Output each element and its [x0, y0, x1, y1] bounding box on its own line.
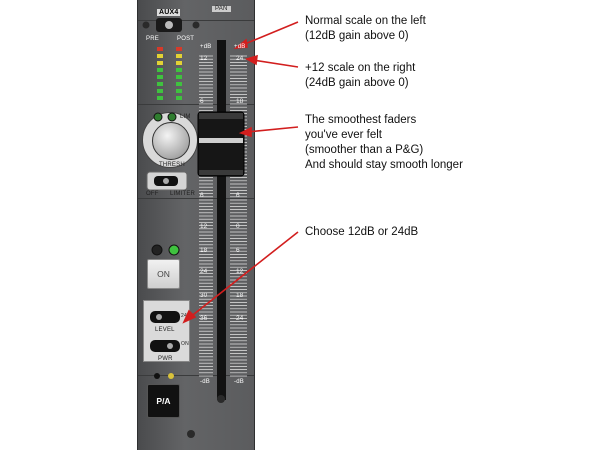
scale-label: 24 [236, 315, 244, 322]
level-24-label: 24 [181, 313, 187, 319]
meter-led-icon [176, 68, 182, 72]
lim-led-icon [167, 112, 177, 122]
fader-cap[interactable] [197, 111, 245, 177]
on-led-icon [168, 244, 180, 256]
fader-track [217, 40, 226, 400]
pre-label: PRE [146, 36, 159, 42]
pwr-on-label: ON [181, 341, 189, 347]
limiter-label: LIMITER [170, 191, 196, 197]
screw-icon [217, 395, 225, 403]
scale-label: 18 [200, 247, 208, 254]
led-meter-left [157, 47, 163, 100]
meter-led-icon [176, 61, 182, 65]
annotation-arrows [182, 21, 299, 324]
thresh-label: THRESH [159, 162, 185, 168]
meter-led-icon [157, 68, 163, 72]
pa-button-label: P/A [156, 396, 171, 406]
aux-label: AUX4 [157, 9, 181, 16]
scale-label: 0 [236, 223, 240, 230]
post-label: POST [177, 36, 195, 42]
divider [138, 104, 254, 105]
scale-label: 24 [200, 268, 208, 275]
screw-icon [142, 21, 150, 29]
meter-led-icon [157, 75, 163, 79]
lim-led-icon [153, 112, 163, 122]
scale-label: 6 [200, 98, 204, 105]
meter-led-icon [176, 54, 182, 58]
annotation-normal-scale: Normal scale on the left (12dB gain abov… [305, 15, 426, 42]
scale-label: 6 [236, 247, 240, 254]
pa-button[interactable]: P/A [147, 384, 180, 418]
meter-led-icon [157, 82, 163, 86]
divider [138, 375, 254, 376]
power-switch[interactable] [150, 340, 180, 352]
meter-led-icon [157, 89, 163, 93]
left-scale-top: +dB [200, 44, 212, 50]
scale-label: 18 [236, 98, 244, 105]
level-label: LEVEL [155, 327, 175, 333]
meter-led-icon [157, 54, 163, 58]
meter-led-icon [176, 82, 182, 86]
level-select-switch[interactable] [150, 311, 180, 323]
scale-label: 12 [236, 268, 244, 275]
meter-led-icon [176, 89, 182, 93]
on-button-label: ON [157, 269, 170, 279]
scale-label: 6 [236, 192, 240, 199]
meter-led-icon [157, 96, 163, 100]
pan-label: PAN [212, 6, 231, 12]
divider [138, 20, 254, 21]
scale-label: 30 [200, 292, 208, 299]
meter-led-icon [176, 47, 182, 51]
annotation-plus12-scale: +12 scale on the right (24dB gain above … [305, 62, 416, 89]
pa-led-icon [154, 373, 160, 379]
pwr-label: PWR [158, 356, 173, 362]
pa-led-icon [168, 373, 174, 379]
right-scale-bottom: -dB [234, 379, 244, 385]
threshold-knob[interactable] [152, 122, 190, 160]
meter-led-icon [176, 96, 182, 100]
scale-label: 36 [200, 315, 208, 322]
divider [138, 198, 254, 199]
meter-led-icon [176, 75, 182, 79]
aux-select-switch[interactable] [156, 18, 182, 32]
off-label: OFF [146, 191, 159, 197]
threshold-knob-plate [142, 112, 198, 168]
annotation-choose-scale: Choose 12dB or 24dB [305, 226, 419, 238]
scale-label: 18 [236, 292, 244, 299]
scale-label: 12 [200, 55, 208, 62]
scale-label: 12 [200, 223, 208, 230]
channel-on-button[interactable]: ON [147, 259, 180, 289]
left-scale-bottom: -dB [200, 379, 210, 385]
solo-led-icon [151, 244, 163, 256]
screw-icon [192, 21, 200, 29]
scale-label: 24 [236, 55, 244, 62]
screw-icon [187, 430, 195, 438]
limiter-toggle[interactable] [146, 171, 188, 191]
meter-led-icon [157, 47, 163, 51]
scale-right-labels: 241812606121824 [236, 55, 244, 322]
led-meter-right [176, 47, 182, 100]
scale-label: 6 [200, 192, 204, 199]
scale-left-labels: 126061218243036 [200, 55, 208, 322]
lim-label: LIM [180, 114, 191, 120]
annotation-smooth-faders: The smoothest faders you've ever felt (s… [305, 114, 463, 171]
right-scale-top: +dB [234, 44, 246, 50]
meter-led-icon [157, 61, 163, 65]
